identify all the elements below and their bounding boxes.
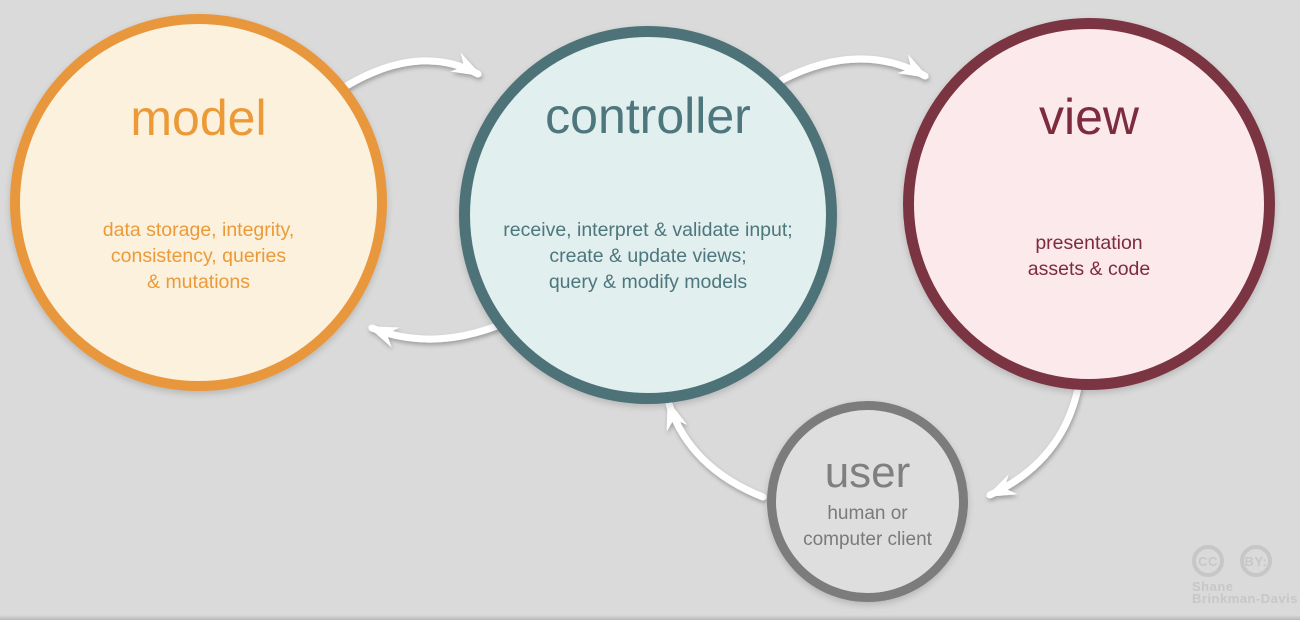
by-icon: BY:	[1240, 545, 1272, 577]
arrow-user-to-controller	[665, 399, 767, 501]
node-model-description: data storage, integrity, consistency, qu…	[102, 219, 295, 293]
arrow-model-to-controller	[339, 52, 482, 92]
license-badges: CC BY:	[1192, 545, 1298, 577]
node-controller: controller receive, interpret & validate…	[459, 26, 837, 404]
node-model: model data storage, integrity, consisten…	[10, 14, 387, 391]
arrow-controller-to-view	[778, 54, 929, 84]
bottom-edge-shadow	[0, 615, 1300, 620]
node-view-title: view	[1038, 89, 1140, 145]
author-line1: Shane	[1192, 579, 1234, 594]
node-model-title: model	[130, 90, 267, 146]
attribution: CC BY: Shane Brinkman-Davis	[1192, 545, 1298, 605]
node-view-description: presentation assets & code	[1027, 232, 1151, 280]
node-user: user human or computer client	[767, 401, 968, 602]
author-line2: Brinkman-Davis	[1192, 591, 1298, 606]
arrow-view-to-user	[985, 384, 1082, 499]
arrow-controller-to-model	[367, 320, 506, 348]
node-user-description: human or computer client	[803, 503, 932, 550]
node-user-title: user	[824, 448, 911, 497]
cc-icon: CC	[1192, 545, 1224, 577]
node-view: view presentation assets & code	[903, 18, 1275, 390]
node-controller-description: receive, interpret & validate input; cre…	[503, 219, 793, 293]
node-controller-title: controller	[545, 88, 751, 144]
author-name: Shane Brinkman-Davis	[1192, 579, 1298, 606]
